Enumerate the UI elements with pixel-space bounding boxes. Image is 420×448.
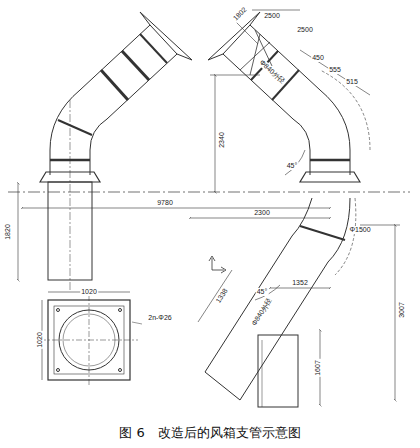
- dimension-label: 2500: [263, 12, 281, 20]
- dimension-label: 9780: [156, 199, 174, 207]
- dimension-lines: [18, 10, 400, 405]
- dimension-label: 45°: [256, 288, 269, 296]
- left-branch: [40, 12, 192, 290]
- center-line: [8, 192, 410, 193]
- dimension-label: 555: [328, 66, 342, 74]
- dimension-label: 2300: [253, 209, 271, 217]
- dimension-label: 45°: [286, 162, 299, 170]
- figure-caption: 图 6 改造后的风箱支管示意图: [0, 424, 420, 442]
- dimension-label: 2n-Φ26: [147, 314, 173, 322]
- dimension-label: Φ840外径: [257, 58, 287, 87]
- dimension-label: Φ1500: [348, 226, 371, 234]
- dimension-label: 1352: [291, 279, 309, 287]
- dimension-label: 3007: [398, 301, 406, 319]
- dimension-label: 1338: [214, 286, 230, 305]
- dimension-label: 1820: [4, 223, 12, 241]
- lower-pipe: [205, 198, 356, 407]
- dimension-label: 515: [345, 78, 359, 86]
- dimension-label: 1020: [80, 288, 98, 296]
- dimension-label: 1607: [314, 359, 322, 377]
- axis-symbol: [209, 256, 226, 273]
- dimension-label: 2340: [218, 131, 226, 149]
- dimension-label: 1802: [231, 5, 249, 23]
- right-branch: [208, 12, 370, 182]
- dimension-label: 1020: [36, 331, 44, 349]
- dimension-label: Φ840外径: [250, 296, 275, 328]
- dimension-label: 2500: [296, 26, 314, 34]
- dimension-label: 450: [311, 54, 325, 62]
- flange-inset: [40, 295, 142, 385]
